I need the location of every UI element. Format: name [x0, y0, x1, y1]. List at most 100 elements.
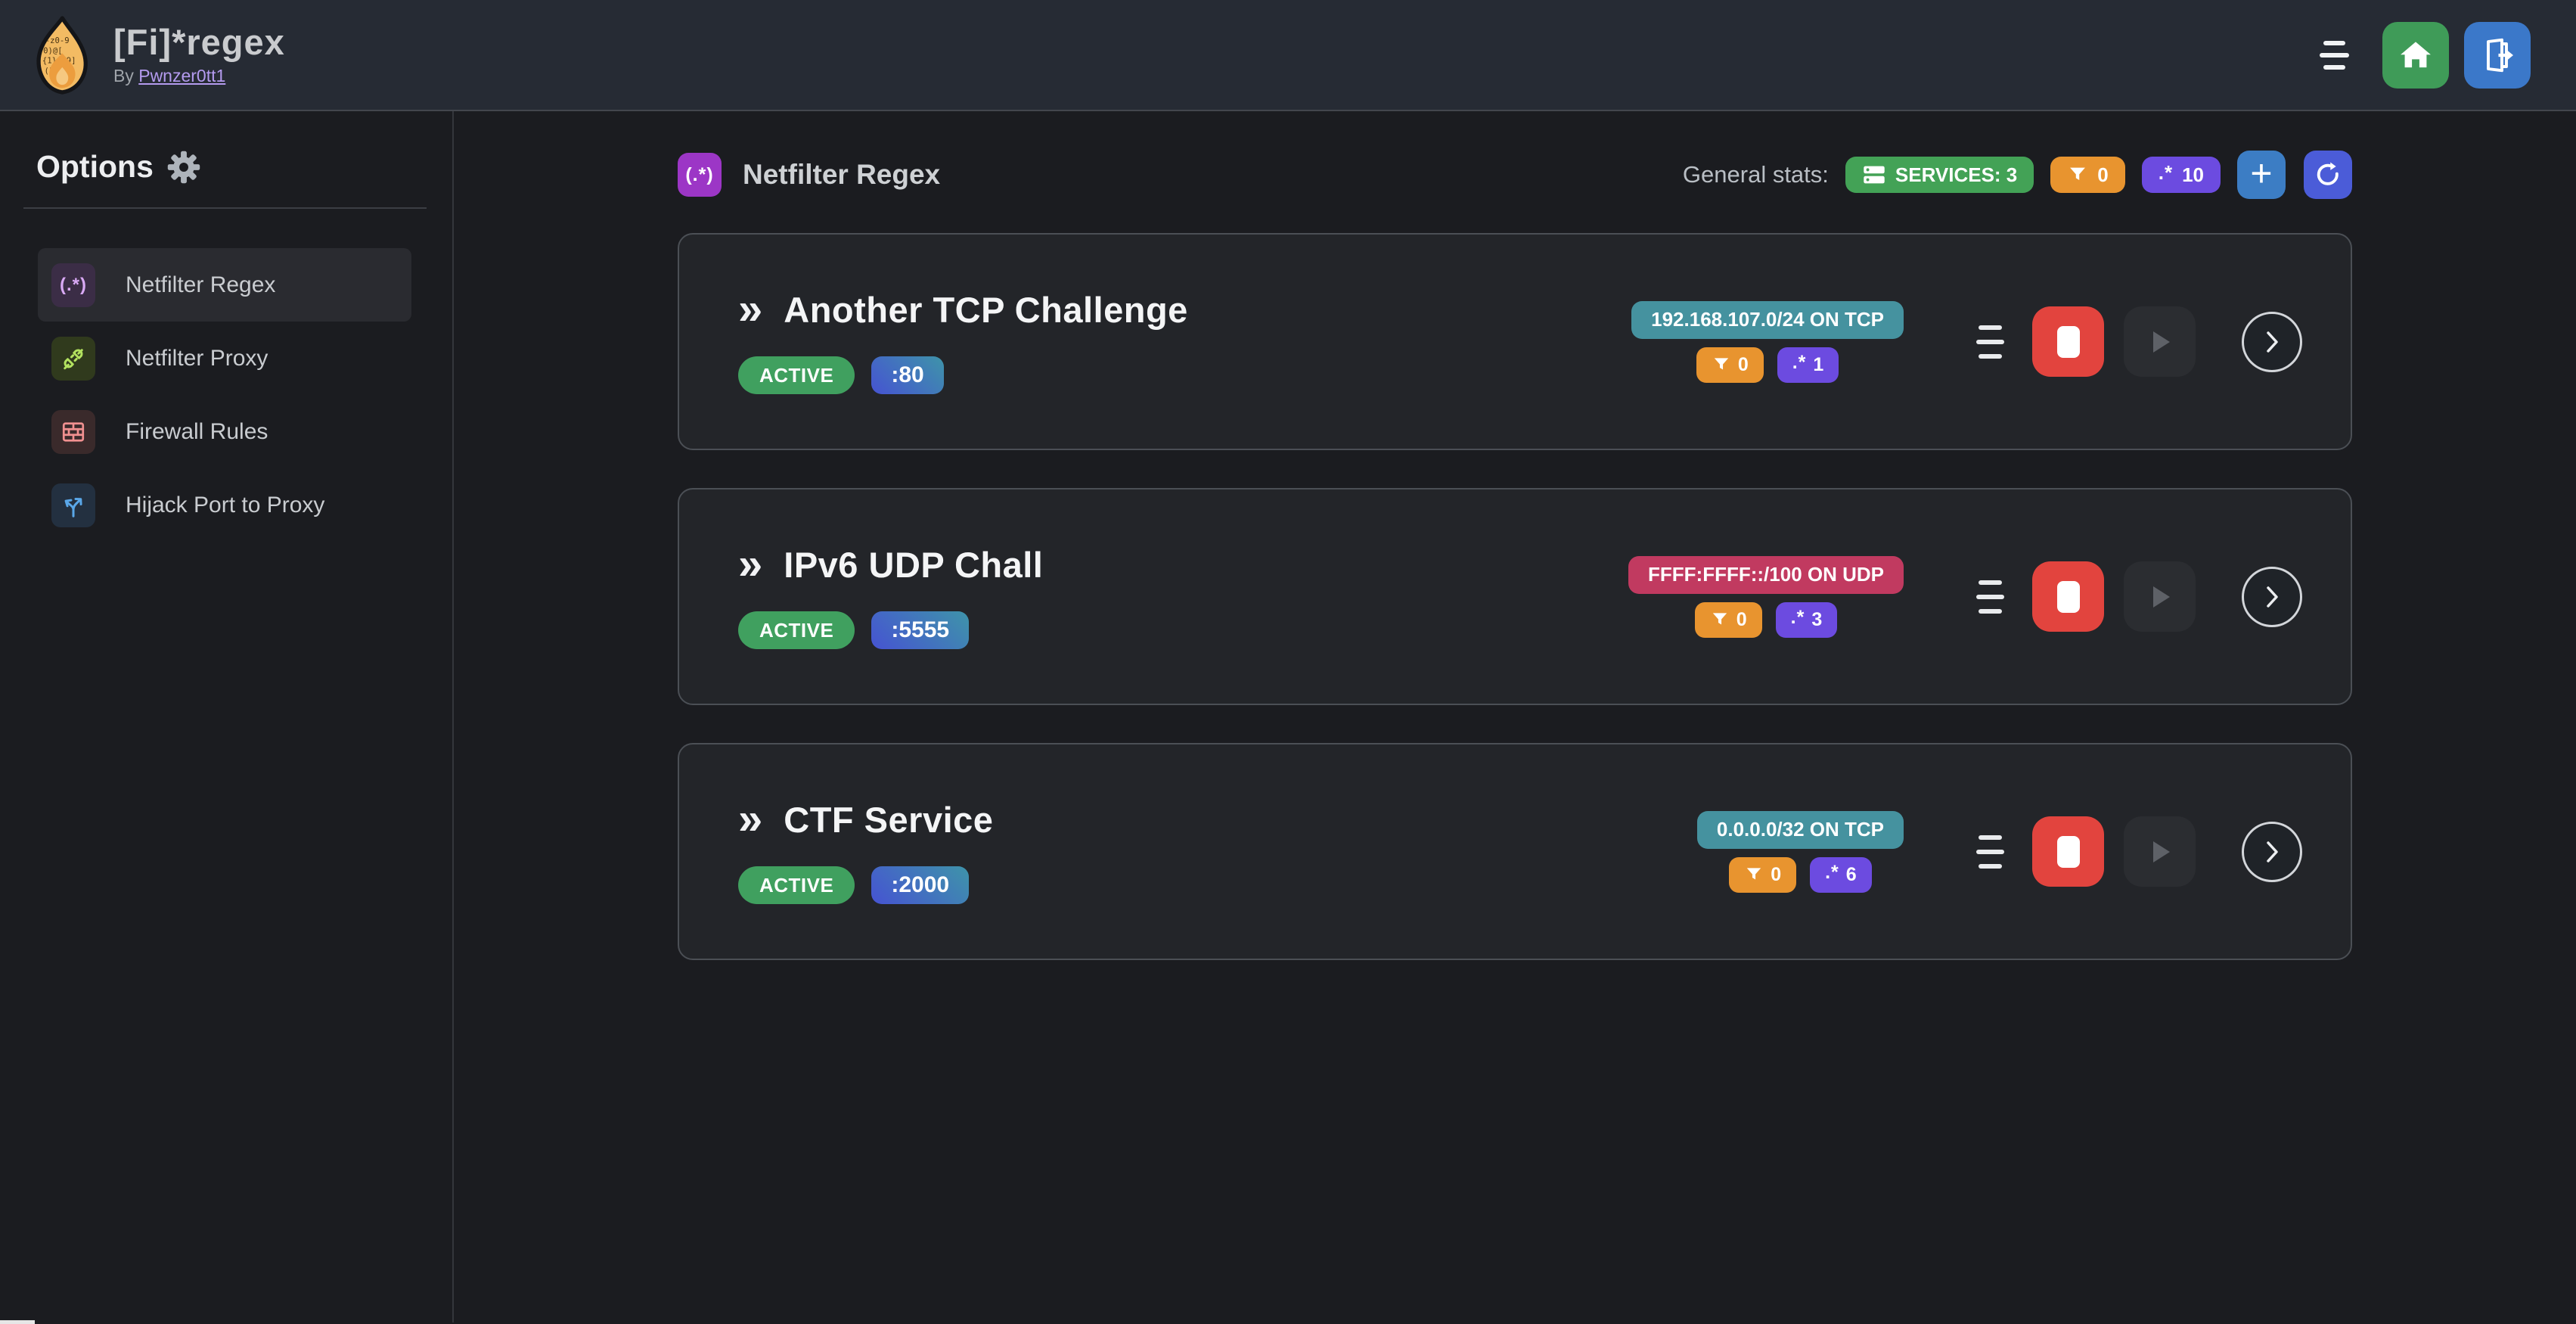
refresh-icon [2314, 161, 2342, 188]
regexes-count-badge: .* 1 [1777, 347, 1839, 383]
chevron-right-icon [2257, 327, 2287, 357]
filters-count-label: 0 [1736, 608, 1747, 630]
sidebar-item-hijack-port[interactable]: Hijack Port to Proxy [38, 468, 411, 542]
header-actions [2320, 21, 2531, 89]
filters-count-badge: 0 [2050, 157, 2125, 193]
stats-label: General stats: [1682, 161, 1829, 188]
play-icon [2143, 325, 2177, 359]
logout-icon [2479, 37, 2515, 73]
server-icon [1862, 163, 1886, 187]
service-name: IPv6 UDP Chall [784, 545, 1044, 585]
horizontal-scrollbar[interactable] [0, 1320, 35, 1324]
sidebar-nav: (.*) Netfilter Regex Netfilter Proxy [0, 248, 452, 542]
status-badge: ACTIVE [738, 356, 855, 394]
regexes-count-label: 6 [1845, 863, 1857, 885]
sidebar-item-label: Netfilter Proxy [126, 345, 268, 371]
author-link[interactable]: Pwnzer0tt1 [138, 66, 226, 86]
service-menu-button[interactable] [1976, 834, 2004, 869]
sidebar-item-label: Netfilter Regex [126, 272, 276, 297]
stop-service-button[interactable] [2032, 561, 2104, 632]
plus-icon: + [2250, 152, 2273, 194]
funnel-icon [1712, 355, 1731, 375]
home-button[interactable] [2382, 21, 2449, 89]
brick-wall-icon [51, 409, 95, 454]
service-details-button[interactable] [2242, 311, 2302, 372]
service-details-button[interactable] [2242, 821, 2302, 882]
general-stats: General stats: SERVICES: 3 [1683, 151, 2352, 199]
service-card: » IPv6 UDP Chall ACTIVE :5555 FFFF:FFFF:… [678, 488, 2352, 705]
sidebar-item-netfilter-proxy[interactable]: Netfilter Proxy [38, 322, 411, 395]
service-menu-button[interactable] [1976, 580, 2004, 614]
services-count-badge: SERVICES: 3 [1845, 157, 2034, 193]
chevron-right-icon [2257, 582, 2287, 612]
main-area: (.*) Netfilter Regex General stats: [454, 111, 2576, 1322]
regex-icon: .* [1825, 861, 1839, 883]
regexes-count-label: 3 [1811, 608, 1823, 630]
status-badge: ACTIVE [738, 866, 855, 904]
byline-prefix: By [113, 66, 134, 86]
regex-icon: .* [1790, 606, 1805, 628]
split-arrows-icon [51, 483, 95, 527]
stop-service-button[interactable] [2032, 816, 2104, 887]
netfilter-regex-icon: (.*) [678, 153, 722, 197]
regex-icon: .* [1792, 351, 1807, 373]
sidebar: Options [0, 111, 454, 1322]
play-icon [2143, 835, 2177, 869]
sidebar-divider [23, 207, 427, 209]
service-name: Another TCP Challenge [784, 290, 1188, 330]
funnel-icon [2067, 164, 2088, 185]
svg-text:-z0-9: -z0-9 [45, 36, 70, 45]
gear-icon [167, 151, 200, 184]
regex-icon: (.*) [51, 263, 95, 307]
address-badge: 0.0.0.0/32 ON TCP [1696, 810, 1904, 849]
start-service-button[interactable] [2124, 561, 2196, 632]
stop-icon [2053, 833, 2084, 871]
service-name: CTF Service [784, 800, 994, 840]
flame-logo-icon: -z0-9 0)@[ {1}|-9] (1 z) [29, 15, 94, 95]
sidebar-heading-label: Options [36, 149, 154, 184]
filters-count-label: 0 [1771, 863, 1782, 885]
address-badge: FFFF:FFFF::/100 ON UDP [1628, 555, 1904, 594]
filters-count-badge: 0 [1696, 347, 1764, 383]
filters-count-label: 0 [2097, 163, 2109, 186]
chevron-right-icon [2257, 837, 2287, 867]
refresh-button[interactable] [2304, 151, 2352, 199]
start-service-button[interactable] [2124, 816, 2196, 887]
add-service-button[interactable]: + [2237, 151, 2286, 199]
chevrons-icon: » [738, 539, 763, 589]
logout-button[interactable] [2464, 21, 2531, 89]
service-details-button[interactable] [2242, 566, 2302, 627]
home-icon [2398, 38, 2433, 73]
service-card: » Another TCP Challenge ACTIVE :80 192.1… [678, 233, 2352, 450]
filters-count-badge: 0 [1729, 856, 1797, 893]
start-service-button[interactable] [2124, 306, 2196, 377]
app-title: [Fi]*regex [113, 21, 285, 62]
svg-text:0)@[: 0)@[ [43, 46, 63, 55]
filters-count-label: 0 [1737, 353, 1749, 375]
funnel-icon [1710, 610, 1730, 629]
sidebar-item-firewall-rules[interactable]: Firewall Rules [38, 395, 411, 468]
regex-icon: .* [2158, 160, 2174, 184]
byline: By Pwnzer0tt1 [113, 66, 285, 86]
port-badge: :2000 [871, 866, 970, 904]
port-badge: :80 [871, 356, 944, 394]
sidebar-item-label: Firewall Rules [126, 418, 268, 444]
section-header: (.*) Netfilter Regex General stats: [678, 151, 2352, 199]
header-menu-icon[interactable] [2320, 40, 2349, 70]
address-badge: 192.168.107.0/24 ON TCP [1631, 300, 1904, 339]
service-card: » CTF Service ACTIVE :2000 0.0.0.0/32 ON… [678, 743, 2352, 960]
service-menu-button[interactable] [1976, 325, 2004, 359]
filters-count-badge: 0 [1694, 601, 1762, 638]
brand: -z0-9 0)@[ {1}|-9] (1 z) [Fi]*regex By P… [29, 15, 285, 95]
stop-icon [2053, 323, 2084, 361]
regexes-count-label: 10 [2182, 163, 2204, 186]
stop-service-button[interactable] [2032, 306, 2104, 377]
port-badge: :5555 [871, 611, 970, 649]
stop-icon [2053, 578, 2084, 616]
regexes-count-badge: .* 10 [2141, 157, 2221, 193]
regexes-count-badge: .* 3 [1775, 601, 1838, 638]
status-badge: ACTIVE [738, 611, 855, 649]
sidebar-item-label: Hijack Port to Proxy [126, 492, 325, 517]
regexes-count-badge: .* 6 [1810, 856, 1872, 893]
sidebar-item-netfilter-regex[interactable]: (.*) Netfilter Regex [38, 248, 411, 322]
